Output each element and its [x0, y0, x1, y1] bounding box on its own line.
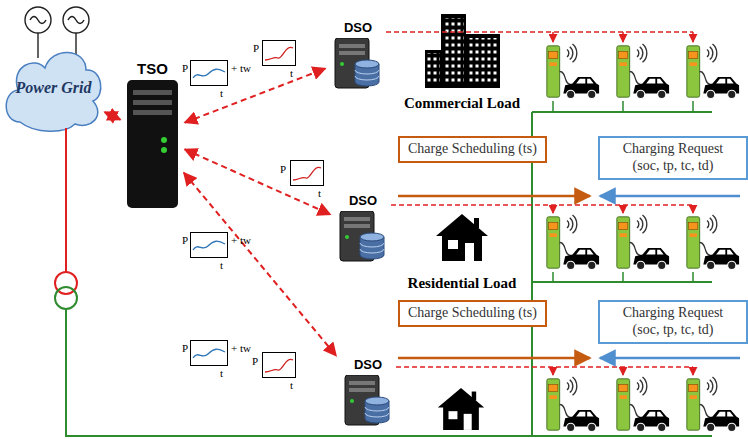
node-label: Charging Request (soc, tp, tc, td) [608, 305, 738, 339]
node-label: Residential Load [408, 275, 517, 292]
axis-label: + tw [231, 234, 251, 246]
axis-label: t [318, 187, 321, 199]
node-label: DSO [338, 357, 398, 372]
ev-charger-car [547, 44, 599, 99]
power-profile-chart [191, 233, 228, 258]
dso-server-icon [340, 211, 384, 261]
ev-charger-car [547, 215, 599, 270]
power-profile-chart [191, 61, 228, 86]
axis-label: + tw [231, 62, 251, 74]
ev-charger-car [687, 215, 739, 270]
request-arrow [600, 357, 740, 360]
residential-load: Residential Load [398, 208, 526, 292]
commercial-load: Commercial Load [398, 10, 526, 112]
transformer [55, 287, 77, 309]
commercial-building [425, 14, 500, 88]
dso-server-icon [335, 38, 379, 88]
axis-label: P [253, 42, 259, 54]
request-arrow [600, 195, 740, 198]
node-label: Charging Request (soc, tp, tc, td) [608, 141, 738, 175]
charge-scheduling-box: Charge Scheduling (ts) [398, 136, 547, 163]
ev-charger-car [547, 377, 599, 432]
ev-charger-car [617, 44, 669, 99]
generator [25, 7, 89, 58]
node-label: Charge Scheduling (ts) [408, 305, 537, 322]
axis-label: t [290, 67, 293, 79]
tso-server: TSO [123, 60, 182, 210]
node-label: TSO [123, 60, 182, 77]
residential-house [436, 214, 488, 261]
axis-label: t [290, 379, 293, 391]
dso-server: DSO [333, 193, 393, 265]
schedule-arrow [398, 357, 590, 360]
axis-label: P [182, 342, 188, 354]
grid-wire [65, 128, 67, 272]
axis-label: P [252, 355, 258, 367]
axis-label: P [182, 62, 188, 74]
ev-charger-car [617, 215, 669, 270]
node-label: Charge Scheduling (ts) [408, 141, 537, 158]
ev-charger-car [617, 377, 669, 432]
power-profile-chart [291, 161, 324, 186]
charging-request-box: Charging Request (soc, tp, tc, td) [598, 136, 748, 180]
house [438, 388, 484, 430]
axis-label: P [182, 234, 188, 246]
node-label: Power Grid [16, 79, 92, 97]
axis-label: P [280, 163, 286, 175]
ev-charger-car [687, 44, 739, 99]
power-data-link [185, 69, 325, 123]
node-label: Commercial Load [404, 95, 520, 112]
tso-server-icon [127, 80, 178, 208]
power-profile-chart [263, 353, 296, 378]
schedule-arrow [398, 195, 590, 198]
axis-label: t [220, 367, 223, 379]
power-data-link [105, 112, 121, 119]
power-data-link [184, 173, 336, 356]
node-label: DSO [333, 193, 393, 208]
ev-charger-car [687, 377, 739, 432]
axis-label: + tw [231, 342, 251, 354]
dso-server-icon [345, 375, 389, 425]
power-profile-chart [191, 341, 228, 366]
power-profile-chart [263, 41, 296, 66]
power-data-link [185, 149, 331, 214]
axis-label: t [220, 259, 223, 271]
charging-request-box: Charging Request (soc, tp, tc, td) [598, 300, 748, 344]
charge-scheduling-box: Charge Scheduling (ts) [398, 300, 547, 327]
power-grid-cloud [6, 52, 101, 131]
axis-label: t [220, 87, 223, 99]
dso-server: DSO [328, 20, 388, 92]
power-grid-cloud: Power Grid [5, 45, 102, 130]
dso-server: DSO [338, 357, 398, 431]
node-label: DSO [328, 20, 388, 35]
